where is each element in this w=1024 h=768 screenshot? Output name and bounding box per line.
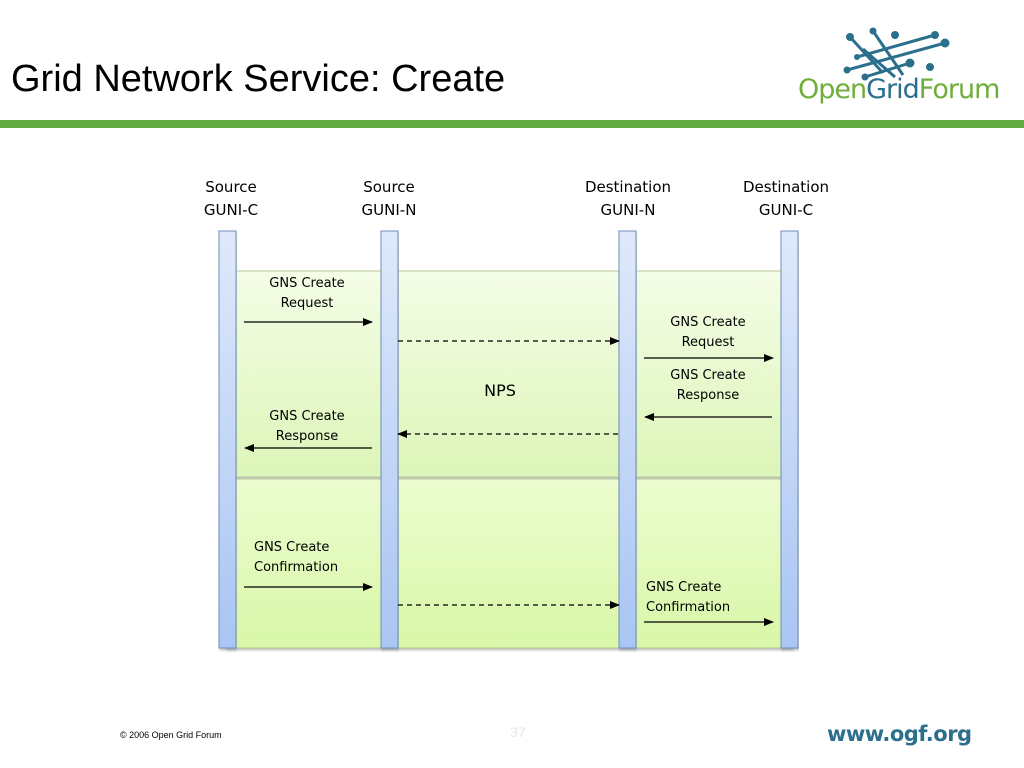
message-label: GNS Create Confirmation [254,540,339,575]
page-number: 37 [510,724,526,740]
upper-region [225,270,793,478]
open-grid-forum-logo: OpenGridForum [798,74,1001,105]
message-label: GNS Create Response [670,368,746,403]
lifeline-label-destination-guni-n: Destination GUNI-N [584,178,672,219]
message-label: GNS Create Request [670,315,746,350]
lifeline-label-source-guni-c: Source GUNI-C [203,178,259,219]
nps-label: NPS [484,381,516,400]
logo-word-open: Open [798,74,867,105]
website-url[interactable]: www.ogf.org [827,722,972,746]
lifeline-label-source-guni-n: Source GUNI-N [361,178,417,219]
lifeline-src-n [380,230,399,649]
lifeline-dst-c [780,230,799,649]
message-label: GNS Create Response [269,409,345,444]
slide-title: Grid Network Service: Create [11,58,506,100]
lifeline-dst-n [618,230,637,649]
message-label: GNS Create Request [269,276,345,311]
lower-region [225,478,793,649]
logo-word-forum: Forum [918,74,1001,105]
header-divider [0,120,1024,128]
grid-network-icon [843,27,950,81]
copyright-text: © 2006 Open Grid Forum [120,730,222,740]
lifeline-src-c [218,230,237,649]
logo-word-grid: Grid [866,74,920,105]
lifeline-label-destination-guni-c: Destination GUNI-C [742,178,830,219]
message-label: GNS Create Confirmation [646,580,731,615]
